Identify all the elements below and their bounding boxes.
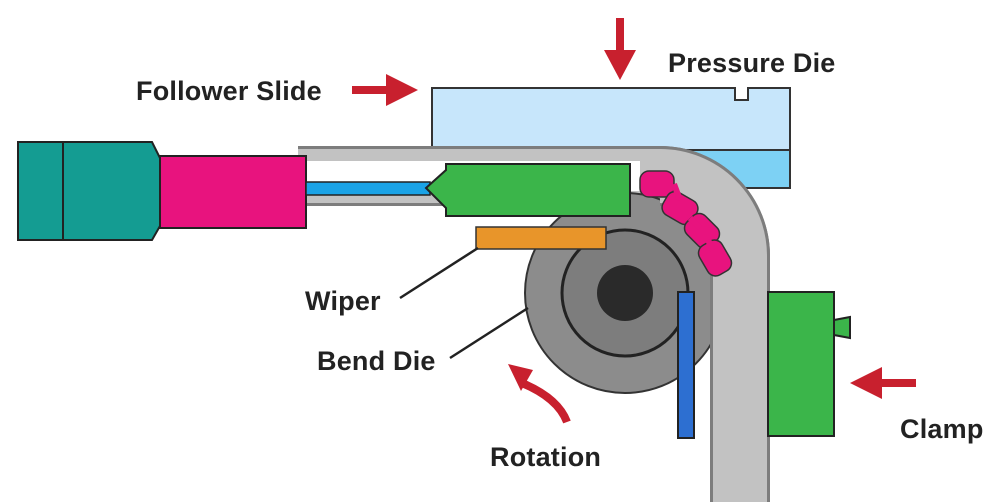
wiper-label: Wiper	[305, 286, 381, 316]
clamp-insert	[677, 291, 695, 439]
pressure-die-body	[431, 87, 791, 151]
curved-arrow-icon	[508, 364, 571, 424]
arrow-right-icon	[352, 74, 418, 106]
clamp-nub	[833, 315, 851, 340]
cylinder-body	[17, 141, 161, 241]
cylinder	[17, 141, 307, 241]
arrow-left-icon	[850, 367, 916, 399]
clamp-block	[767, 291, 835, 437]
follower-slide-label: Follower Slide	[136, 76, 322, 106]
mandrel-rod	[305, 181, 431, 196]
bend-die-leader-line	[449, 306, 529, 360]
wiper	[475, 226, 607, 250]
arrow-down-icon	[604, 18, 636, 80]
clamp-label: Clamp	[900, 414, 984, 444]
bend-die-label: Bend Die	[317, 346, 436, 376]
bend-die-hub	[597, 265, 653, 321]
clamp-assembly	[677, 291, 851, 439]
rotation-label: Rotation	[490, 442, 601, 472]
tube-bent-leg	[658, 146, 770, 502]
mandrel-body	[424, 163, 631, 217]
mandrel-balls	[639, 170, 733, 277]
wiper-leader-line	[399, 246, 479, 300]
pressure-die-label: Pressure Die	[668, 48, 836, 78]
cylinder-rod-housing	[159, 155, 307, 229]
